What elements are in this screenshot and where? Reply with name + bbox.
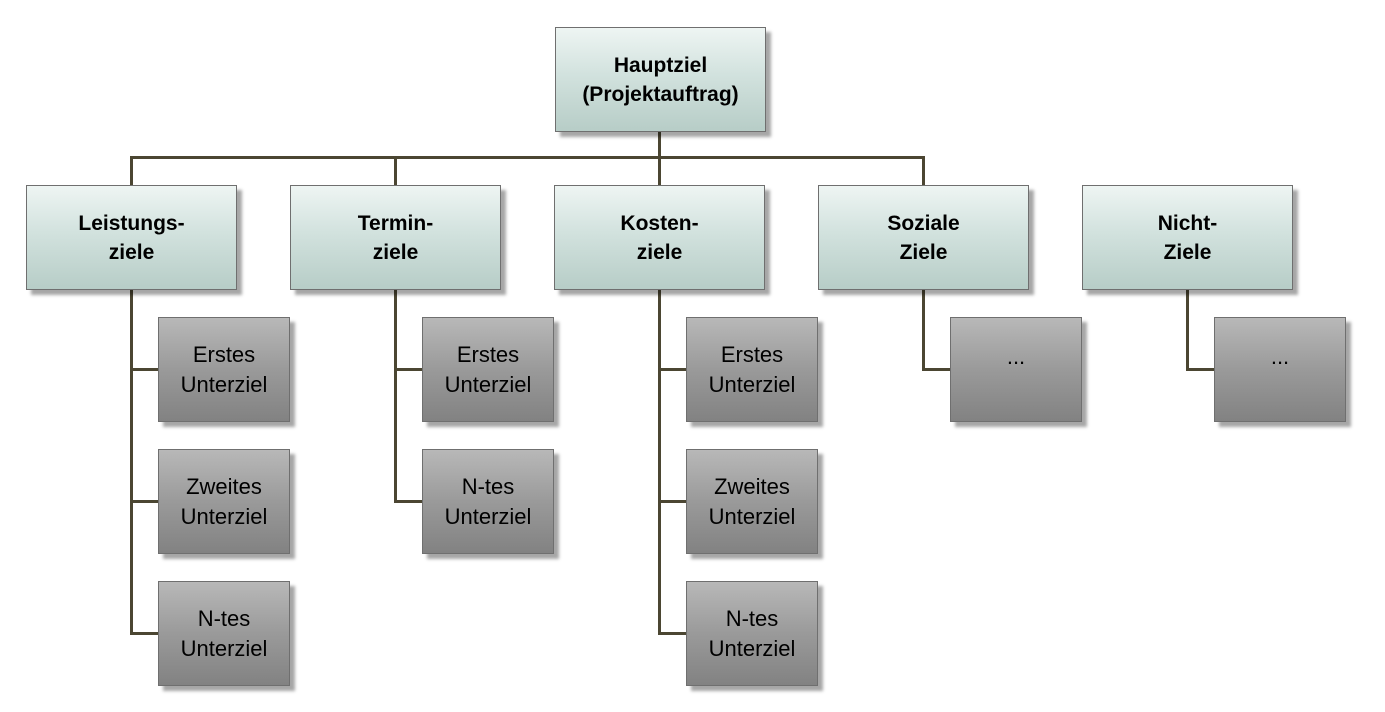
- connector-cat-5-down: [1186, 289, 1189, 370]
- connector-cat-4-up: [922, 156, 925, 186]
- connector-cat-1-up: [130, 156, 133, 186]
- subgoal-line2: Unterziel: [708, 635, 796, 661]
- connector-cat-2-down: [394, 289, 397, 502]
- connector-horizontal-bar: [130, 156, 925, 159]
- main-goal-line2: (Projektauftrag): [582, 82, 739, 106]
- subgoal-line2: Unterziel: [444, 371, 532, 397]
- category-line1: Kosten-: [620, 211, 699, 235]
- subgoal-box: Erstes Unterziel: [422, 317, 554, 422]
- main-goal-line1: Hauptziel: [613, 53, 708, 77]
- subgoal-line1: N-tes: [725, 605, 779, 631]
- subgoal-line1: N-tes: [197, 605, 251, 631]
- subgoal-line1: Erstes: [192, 341, 256, 367]
- connector-sub-3-2: [658, 500, 688, 503]
- subgoal-box: Zweites Unterziel: [686, 449, 818, 554]
- subgoal-line1: Erstes: [720, 341, 784, 367]
- category-line2: ziele: [372, 240, 419, 264]
- category-line1: Termin-: [357, 211, 434, 235]
- connector-sub-1-1: [130, 368, 160, 371]
- subgoal-line1: ...: [1006, 344, 1026, 369]
- subgoal-box: N-tes Unterziel: [686, 581, 818, 686]
- category-line2: Ziele: [899, 240, 948, 264]
- subgoal-line2: Unterziel: [180, 503, 268, 529]
- subgoal-line1: Erstes: [456, 341, 520, 367]
- category-box-nicht-ziele: Nicht- Ziele: [1082, 185, 1293, 290]
- category-line2: ziele: [108, 240, 155, 264]
- subgoal-line1: Zweites: [714, 473, 790, 499]
- connector-sub-3-1: [658, 368, 688, 371]
- subgoal-line2: Unterziel: [708, 371, 796, 397]
- connector-cat-4-down: [922, 289, 925, 370]
- connector-sub-2-2: [394, 500, 424, 503]
- connector-cat-3-down: [658, 289, 661, 634]
- category-box-soziale-ziele: Soziale Ziele: [818, 185, 1029, 290]
- category-line2: ziele: [636, 240, 683, 264]
- subgoal-line2: Unterziel: [180, 635, 268, 661]
- category-line1: Leistungs-: [78, 211, 185, 235]
- subgoal-box: N-tes Unterziel: [158, 581, 290, 686]
- subgoal-line1: Zweites: [186, 473, 262, 499]
- category-box-kostenziele: Kosten- ziele: [554, 185, 765, 290]
- subgoal-box: Erstes Unterziel: [686, 317, 818, 422]
- connector-sub-5-1: [1186, 368, 1216, 371]
- connector-sub-2-1: [394, 368, 424, 371]
- subgoal-line1: ...: [1270, 344, 1290, 369]
- subgoal-line2: Unterziel: [708, 503, 796, 529]
- connector-sub-4-1: [922, 368, 952, 371]
- main-goal-box: Hauptziel (Projektauftrag): [555, 27, 766, 132]
- category-line1: Nicht-: [1157, 211, 1218, 235]
- category-line2: Ziele: [1163, 240, 1212, 264]
- subgoal-line2: Unterziel: [444, 503, 532, 529]
- connector-main-down: [658, 131, 661, 158]
- subgoal-box: Erstes Unterziel: [158, 317, 290, 422]
- connector-sub-3-3: [658, 632, 688, 635]
- subgoal-box: ...: [1214, 317, 1346, 422]
- category-line1: Soziale: [887, 211, 960, 235]
- category-box-leistungsziele: Leistungs- ziele: [26, 185, 237, 290]
- category-box-terminziele: Termin- ziele: [290, 185, 501, 290]
- connector-cat-3-up: [658, 156, 661, 186]
- connector-sub-1-3: [130, 632, 160, 635]
- subgoal-box: N-tes Unterziel: [422, 449, 554, 554]
- subgoal-line2: Unterziel: [180, 371, 268, 397]
- connector-cat-2-up: [394, 156, 397, 186]
- subgoal-box: ...: [950, 317, 1082, 422]
- connector-cat-1-down: [130, 289, 133, 634]
- subgoal-box: Zweites Unterziel: [158, 449, 290, 554]
- connector-sub-1-2: [130, 500, 160, 503]
- subgoal-line1: N-tes: [461, 473, 515, 499]
